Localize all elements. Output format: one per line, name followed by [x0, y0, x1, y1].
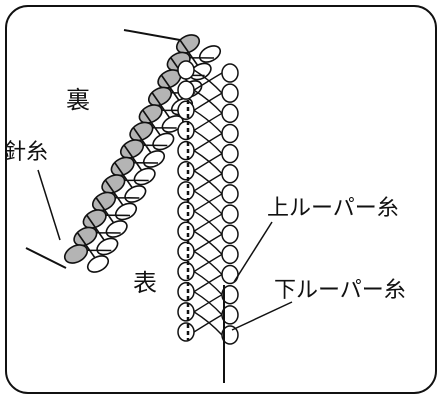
front-cross-thread — [193, 311, 223, 336]
back-lower-loop — [133, 167, 156, 186]
front-looper-loop — [221, 63, 239, 83]
back-lower-loop — [96, 237, 119, 256]
front-needle-loop — [177, 120, 195, 141]
back-fabric-edge — [25, 29, 181, 269]
front-looper-loop — [221, 184, 239, 204]
front-needle-loop — [177, 60, 195, 80]
front-cross-thread — [193, 291, 223, 316]
back-upper-loop — [63, 244, 89, 264]
front-cross-thread — [193, 109, 223, 134]
front-needle-loop — [177, 261, 195, 282]
back-lower-loop — [124, 185, 147, 203]
back-upper-loop — [147, 86, 173, 107]
front-cross-thread — [193, 129, 223, 155]
front-cross-thread — [193, 69, 223, 94]
back-side-label: 裏 — [66, 86, 90, 114]
front-looper-loop — [221, 164, 239, 184]
front-cross-thread — [193, 170, 223, 195]
back-upper-loop — [101, 174, 126, 194]
front-needle-loop — [177, 322, 195, 342]
front-looper-loop — [221, 244, 239, 265]
needle-thread-label: 針糸 — [4, 140, 49, 165]
front-needle-loop — [177, 161, 195, 181]
front-needle-loop — [177, 221, 195, 241]
front-cross-thread — [193, 190, 223, 215]
back-upper-loop — [110, 156, 135, 177]
front-side-label: 表 — [133, 269, 157, 297]
back-lower-loop — [152, 132, 175, 151]
front-cross-thread — [193, 210, 223, 235]
upper-looper-thread-label: 上ルーパー糸 — [267, 196, 399, 221]
back-upper-loop — [175, 34, 201, 54]
front-needle-loop — [177, 201, 195, 221]
back-upper-loop — [73, 226, 98, 247]
front-looper-loop — [221, 83, 239, 103]
front-looper-loop — [221, 325, 239, 345]
front-needle-loop — [177, 281, 195, 302]
front-needle-loop — [177, 100, 195, 121]
front-side-overlock-stitches — [177, 60, 239, 345]
back-lower-loop — [114, 202, 138, 221]
back-upper-loop — [138, 104, 163, 124]
front-cross-thread — [193, 270, 223, 296]
front-needle-loop — [177, 140, 195, 161]
frame-border — [5, 5, 437, 394]
leader-lower-looper — [231, 301, 293, 331]
back-lower-loop — [142, 150, 166, 168]
front-cross-thread — [193, 250, 223, 276]
back-upper-loop — [129, 121, 154, 142]
back-upper-loop — [82, 209, 107, 229]
leader-upper-looper — [233, 221, 273, 283]
back-upper-loop — [119, 139, 145, 159]
back-lower-loop — [105, 220, 128, 238]
front-cross-thread — [193, 230, 223, 255]
front-looper-loop — [221, 143, 239, 164]
front-looper-loop — [221, 224, 239, 244]
front-needle-loop — [177, 181, 195, 201]
leader-needle-thread — [37, 169, 61, 241]
back-upper-loop — [91, 191, 117, 212]
lower-looper-thread-label: 下ルーパー糸 — [274, 278, 406, 303]
front-looper-loop — [221, 123, 239, 144]
front-needle-loop — [177, 302, 195, 322]
front-cross-thread — [193, 89, 223, 114]
front-needle-loop — [177, 80, 195, 100]
back-lower-loop — [198, 45, 222, 63]
back-lower-loop — [86, 255, 110, 273]
front-cross-thread — [193, 150, 223, 175]
front-looper-loop — [221, 103, 239, 124]
front-looper-loop — [221, 204, 239, 224]
front-needle-loop — [177, 241, 195, 262]
